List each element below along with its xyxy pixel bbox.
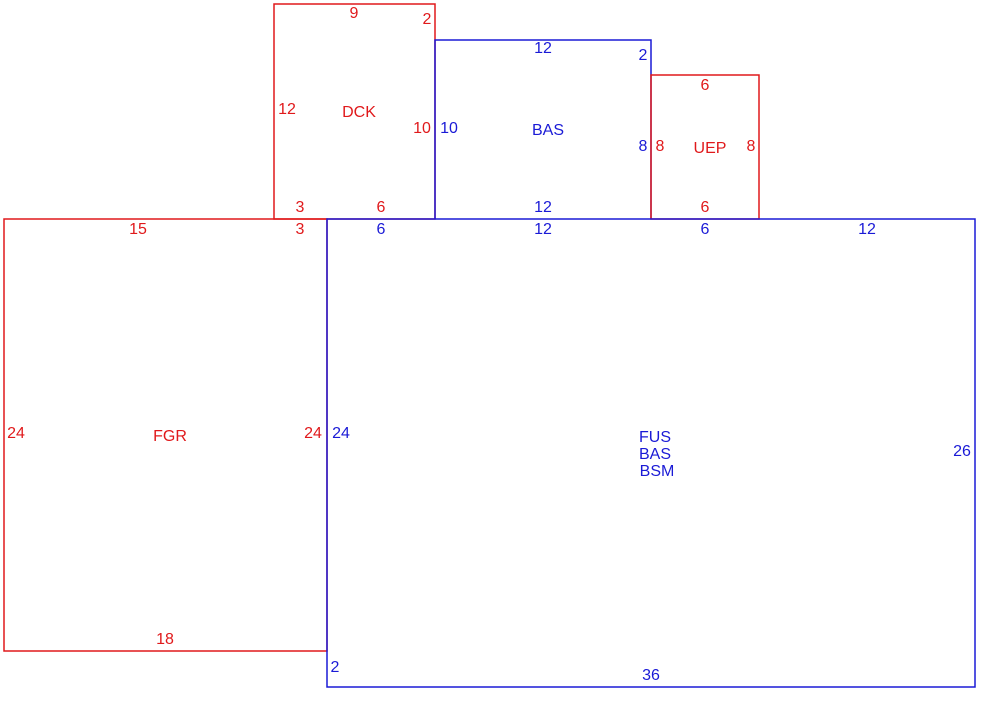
main-dim-top-2: 12 [534, 221, 552, 238]
bas-upper-label: BAS [532, 122, 564, 139]
uep-label: UEP [694, 140, 727, 157]
area-uep[interactable]: UEP 6 8 8 6 [650, 74, 760, 220]
main-dim-left: 24 [332, 425, 350, 442]
main-dim-top-3: 6 [701, 221, 710, 238]
main-outline [326, 218, 976, 688]
main-dim-top-1: 6 [377, 221, 386, 238]
main-dim-left-jog: 2 [331, 659, 340, 676]
fgr-dim-top: 15 [129, 221, 147, 238]
area-bas-upper[interactable]: BAS 12 2 10 8 12 [434, 39, 652, 219]
area-main[interactable]: FUS BAS BSM 6 12 6 12 24 2 26 36 [326, 218, 976, 688]
bas-upper-dim-top: 12 [534, 40, 552, 57]
main-dim-bottom: 36 [642, 667, 660, 684]
bas-upper-dim-bottom: 12 [534, 199, 552, 216]
main-dim-right: 26 [953, 443, 971, 460]
dck-dim-right: 10 [413, 120, 431, 137]
dck-dim-left: 12 [278, 101, 296, 118]
area-dck[interactable]: DCK 9 2 12 10 3 6 [273, 3, 436, 220]
uep-dim-right: 8 [747, 138, 756, 155]
main-label-bsm: BSM [640, 463, 675, 480]
fgr-dim-right: 24 [304, 425, 322, 442]
bas-upper-dim-right: 8 [639, 138, 648, 155]
uep-dim-left: 8 [656, 138, 665, 155]
main-dim-top-4: 12 [858, 221, 876, 238]
bas-upper-dim-top-right: 2 [639, 47, 648, 64]
fgr-dim-left: 24 [7, 425, 25, 442]
fgr-label: FGR [153, 428, 187, 445]
area-fgr[interactable]: FGR 15 3 24 24 18 [3, 218, 328, 652]
uep-dim-top: 6 [701, 77, 710, 94]
dck-label: DCK [342, 104, 376, 121]
fgr-dim-bottom: 18 [156, 631, 174, 648]
fgr-dim-top-right: 3 [296, 221, 305, 238]
main-label-fus: FUS [639, 429, 671, 446]
bas-upper-dim-left: 10 [440, 120, 458, 137]
uep-dim-bottom: 6 [701, 199, 710, 216]
dck-dim-bottom-right: 6 [377, 199, 386, 216]
main-label-bas: BAS [639, 446, 671, 463]
dck-dim-bottom-left: 3 [296, 199, 305, 216]
dck-dim-top-right: 2 [423, 11, 432, 28]
dck-dim-top: 9 [350, 5, 359, 22]
